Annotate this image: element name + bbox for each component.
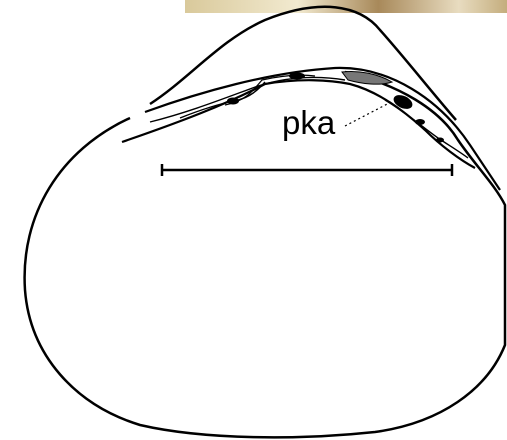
pka-label: pka xyxy=(282,106,335,139)
hinge-line-right xyxy=(385,100,468,158)
shaded-patch xyxy=(342,71,392,84)
shell-outline xyxy=(25,72,505,437)
black-mark-top xyxy=(289,73,305,80)
black-mark-right xyxy=(415,119,425,125)
scale-bar xyxy=(162,164,452,176)
pka-leader-line xyxy=(345,101,393,126)
black-mark-left xyxy=(227,98,239,105)
black-mark-right-2 xyxy=(436,138,444,143)
photo-strip xyxy=(185,0,507,13)
pka-mark xyxy=(391,92,414,111)
